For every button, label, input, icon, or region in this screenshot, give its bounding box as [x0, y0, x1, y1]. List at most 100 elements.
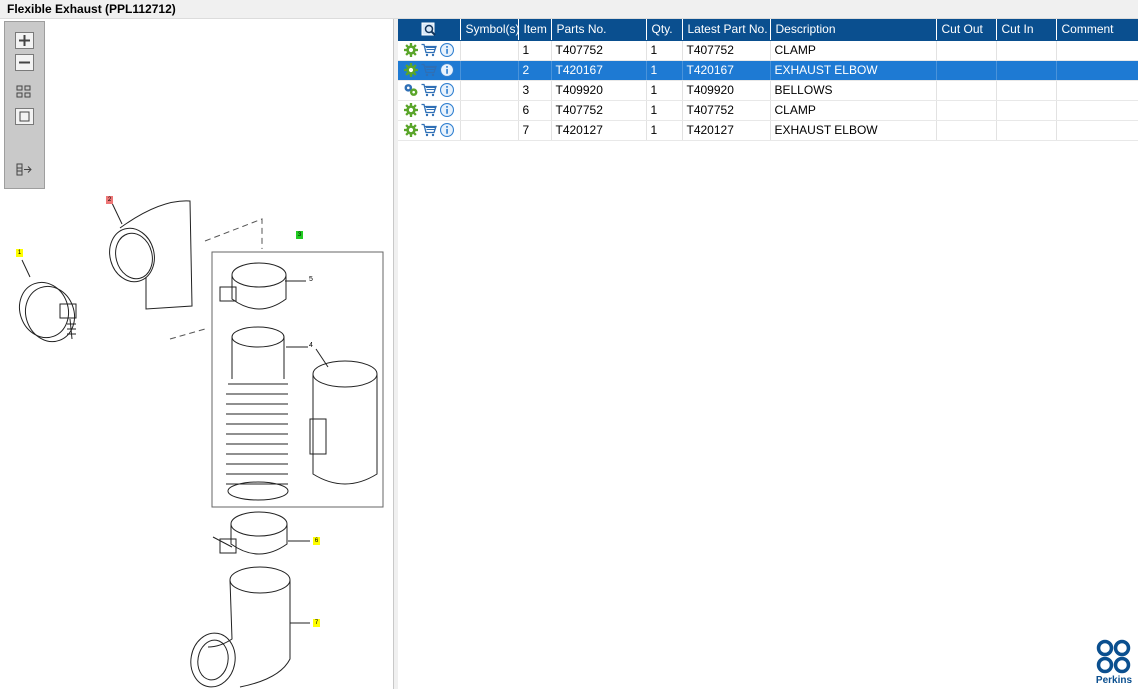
cell-comment[interactable] [1056, 120, 1138, 141]
gear-icon[interactable] [403, 123, 419, 138]
cell-latest-part-no[interactable]: T407752 [682, 100, 771, 121]
cell-item[interactable]: 1 [518, 40, 552, 61]
column-header-symbols[interactable]: Symbol(s) [460, 19, 519, 41]
cell-cut-in[interactable] [996, 40, 1057, 61]
fit-window-button[interactable] [15, 108, 34, 125]
cell-qty[interactable]: 1 [646, 40, 683, 61]
cell-symbols[interactable] [460, 120, 519, 141]
gear-icon[interactable] [403, 103, 419, 118]
cell-cut-in[interactable] [996, 120, 1057, 141]
cell-item[interactable]: 6 [518, 100, 552, 121]
cell-description[interactable]: EXHAUST ELBOW [770, 60, 937, 81]
cart-icon[interactable] [421, 43, 437, 57]
callout-1[interactable]: 1 [16, 249, 23, 257]
column-header-description[interactable]: Description [770, 19, 937, 41]
cell-parts-no[interactable]: T407752 [551, 40, 647, 61]
cell-parts-no[interactable]: T420127 [551, 120, 647, 141]
pane-splitter[interactable] [394, 19, 398, 689]
column-header-actions[interactable] [398, 19, 461, 41]
cell-description[interactable]: BELLOWS [770, 80, 937, 101]
cell-comment[interactable] [1056, 40, 1138, 61]
cell-symbols[interactable] [460, 40, 519, 61]
cell-qty[interactable]: 1 [646, 80, 683, 101]
cell-comment[interactable] [1056, 80, 1138, 101]
callout-7[interactable]: 7 [313, 619, 320, 627]
window-title: Flexible Exhaust (PPL112712) [7, 2, 176, 16]
cell-qty[interactable]: 1 [646, 60, 683, 81]
parts-grid-pane: Symbol(s) Item Parts No. Qty. Latest Par… [398, 19, 1138, 689]
cell-symbols[interactable] [460, 100, 519, 121]
info-icon[interactable] [439, 43, 455, 58]
cell-symbols[interactable] [460, 80, 519, 101]
exploded-parts-diagram[interactable] [0, 19, 394, 689]
cell-parts-no[interactable]: T409920 [551, 80, 647, 101]
cart-icon[interactable] [421, 103, 437, 117]
column-header-parts-no[interactable]: Parts No. [551, 19, 647, 41]
row-actions-cell [398, 120, 461, 141]
info-icon[interactable] [439, 103, 455, 118]
zoom-out-button[interactable] [15, 54, 34, 71]
cell-description[interactable]: CLAMP [770, 100, 937, 121]
cell-latest-part-no[interactable]: T420127 [682, 120, 771, 141]
expand-list-button[interactable] [15, 162, 34, 179]
gear-icon[interactable] [403, 63, 419, 78]
cell-cut-out[interactable] [936, 100, 997, 121]
cart-icon[interactable] [421, 123, 437, 137]
row-actions-cell [398, 80, 461, 101]
cell-description[interactable]: CLAMP [770, 40, 937, 61]
cell-item[interactable]: 3 [518, 80, 552, 101]
callout-6[interactable]: 6 [313, 537, 320, 545]
column-header-latest-part-no[interactable]: Latest Part No. [682, 19, 771, 41]
zoom-toolbox [4, 21, 45, 189]
callout-5[interactable]: 5 [309, 276, 313, 283]
cell-cut-in[interactable] [996, 80, 1057, 101]
cart-icon[interactable] [421, 63, 437, 77]
cell-item[interactable]: 7 [518, 120, 552, 141]
cell-cut-out[interactable] [936, 60, 997, 81]
cell-cut-out[interactable] [936, 120, 997, 141]
cell-comment[interactable] [1056, 60, 1138, 81]
cart-icon[interactable] [421, 83, 437, 97]
cell-cut-out[interactable] [936, 40, 997, 61]
info-icon[interactable] [439, 63, 455, 78]
callout-2[interactable]: 2 [106, 196, 113, 204]
info-icon[interactable] [439, 83, 455, 98]
cell-cut-in[interactable] [996, 100, 1057, 121]
cell-parts-no[interactable]: T420167 [551, 60, 647, 81]
cell-latest-part-no[interactable]: T407752 [682, 40, 771, 61]
cell-qty[interactable]: 1 [646, 100, 683, 121]
gear-icon[interactable] [403, 43, 419, 58]
fit-all-button[interactable] [15, 84, 34, 101]
diagram-pane[interactable]: 1 2 3 5 4 6 7 [0, 19, 394, 689]
cell-comment[interactable] [1056, 100, 1138, 121]
cell-symbols[interactable] [460, 60, 519, 81]
cell-parts-no[interactable]: T407752 [551, 100, 647, 121]
column-header-comment[interactable]: Comment [1056, 19, 1138, 41]
cell-cut-in[interactable] [996, 60, 1057, 81]
fit-window-icon [19, 111, 30, 122]
cell-cut-out[interactable] [936, 80, 997, 101]
assembly-gears-icon[interactable] [403, 83, 419, 97]
zoom-out-icon [19, 61, 30, 64]
cell-latest-part-no[interactable]: T409920 [682, 80, 771, 101]
column-header-item[interactable]: Item [518, 19, 552, 41]
cell-latest-part-no[interactable]: T420167 [682, 60, 771, 81]
cell-qty[interactable]: 1 [646, 120, 683, 141]
callout-4[interactable]: 4 [309, 342, 313, 349]
clamp-part-6 [212, 511, 310, 555]
table-header-row: Symbol(s) Item Parts No. Qty. Latest Par… [398, 19, 1138, 41]
info-icon[interactable] [439, 123, 455, 138]
clamp-part-1 [18, 259, 77, 343]
column-header-qty[interactable]: Qty. [646, 19, 683, 41]
callout-3[interactable]: 3 [296, 231, 303, 239]
column-header-cut-out[interactable]: Cut Out [936, 19, 997, 41]
cell-item[interactable]: 2 [518, 60, 552, 81]
cell-description[interactable]: EXHAUST ELBOW [770, 120, 937, 141]
zoom-in-button[interactable] [15, 32, 34, 49]
column-header-cut-in[interactable]: Cut In [996, 19, 1057, 41]
